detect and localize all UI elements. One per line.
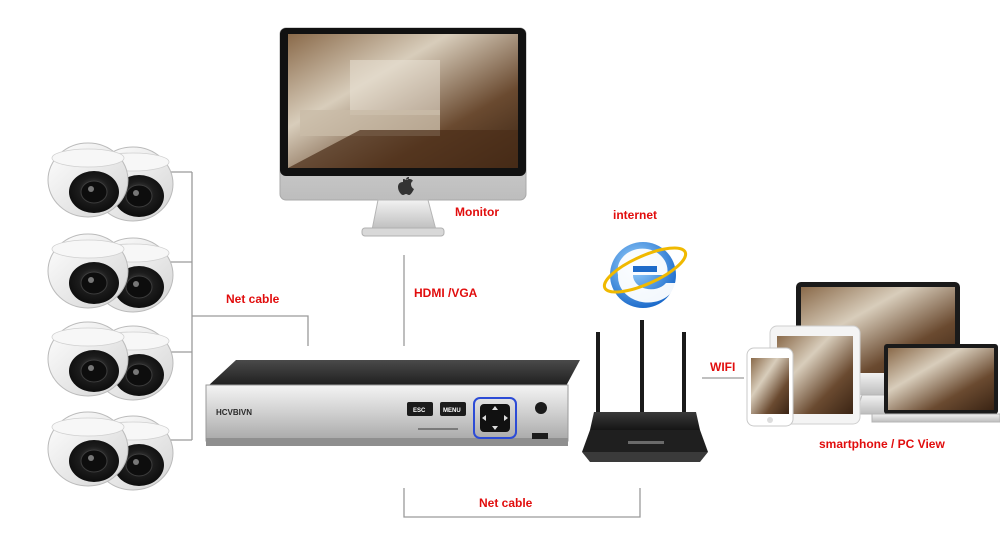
net-cable-line-left [192,315,309,346]
dome-camera-icon [47,321,174,401]
monitor-label: Monitor [455,205,499,219]
apple-logo-icon [398,177,414,195]
router-antenna-icon [596,332,600,432]
internet-label: internet [613,208,658,222]
dpad-control[interactable] [473,397,517,439]
usb-port [532,433,548,439]
smartphone-pc-label: smartphone / PC View [819,437,945,451]
dome-camera-icon [47,142,174,222]
menu-button[interactable]: MENU [440,402,466,416]
wifi-label: WIFI [710,360,736,374]
esc-button[interactable]: ESC [407,402,433,416]
svg-text:MENU: MENU [443,408,461,414]
nvr-recorder: HCVBIVN ESC MENU [205,360,580,446]
hdmi-vga-label: HDMI /VGA [414,286,478,300]
net-cable-line-bottom [403,488,641,518]
internet-explorer-icon [602,242,688,308]
client-devices [746,282,1000,427]
power-icon [535,402,547,414]
net-cable-label-bottom: Net cable [479,496,533,510]
nvr-brand: HCVBIVN [216,408,252,417]
monitor [279,27,527,237]
net-cable-label-left: Net cable [226,292,280,306]
dome-camera-icon [47,411,174,491]
wifi-router [582,320,708,462]
dome-camera-icon [47,233,174,313]
svg-text:ESC: ESC [413,408,426,414]
